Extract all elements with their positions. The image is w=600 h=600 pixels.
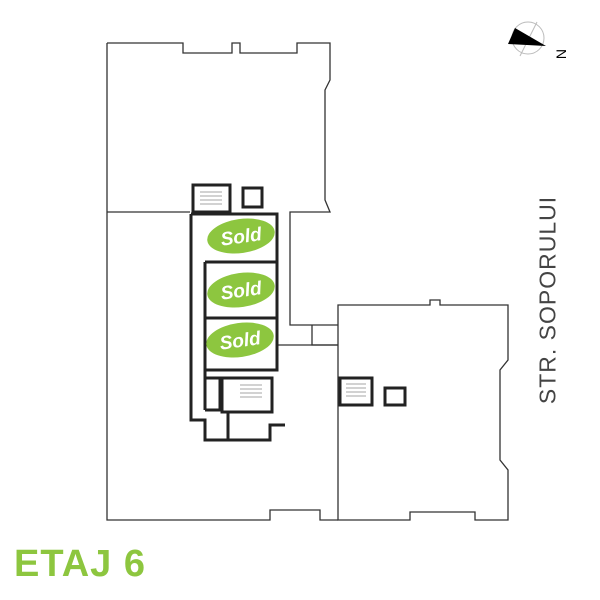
unit-2-sold-badge[interactable]: Sold — [205, 268, 277, 311]
unit-1-sold-badge[interactable]: Sold — [205, 214, 277, 257]
unit-3-sold-badge[interactable]: Sold — [204, 318, 276, 361]
street-label: STR. SOPORULUI — [534, 195, 561, 405]
compass-north-label: N — [553, 48, 570, 60]
building-outline — [106, 42, 509, 521]
compass-north-arrow-icon — [508, 21, 546, 57]
stairs — [200, 191, 366, 398]
floor-title: ETAJ 6 — [14, 543, 147, 585]
core-walls — [189, 183, 407, 442]
